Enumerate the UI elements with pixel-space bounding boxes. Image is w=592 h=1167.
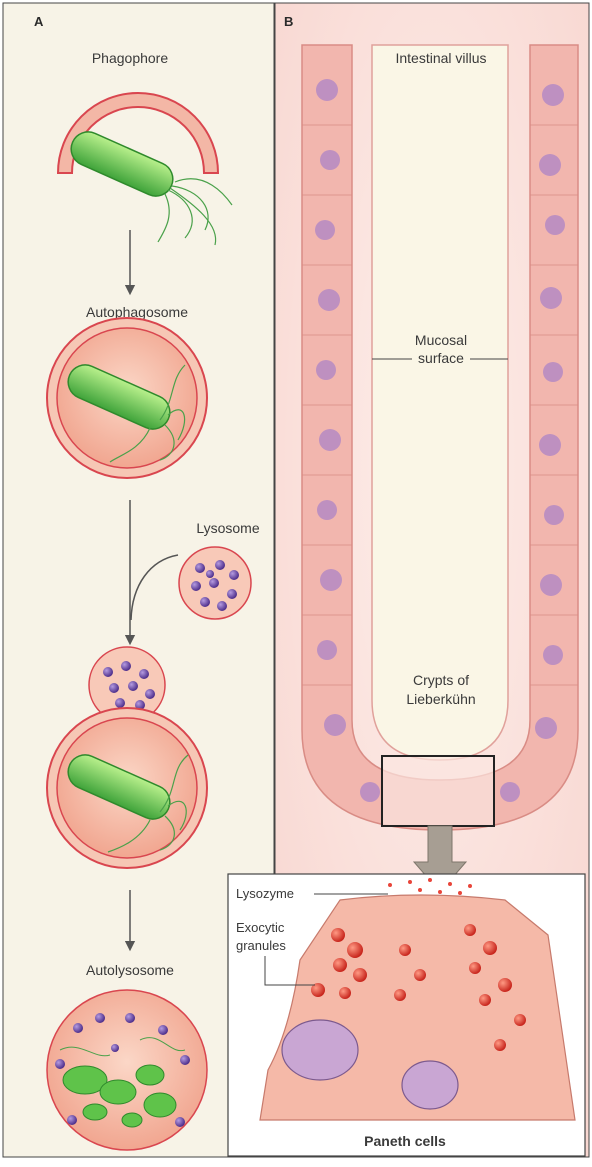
label-lysozyme: Lysozyme	[236, 886, 294, 901]
zoom-box	[382, 756, 494, 826]
label-exocytic: Exocytic	[236, 920, 285, 935]
panel-b-letter: B	[284, 14, 293, 29]
lumen	[372, 45, 508, 760]
label-autolysosome: Autolysosome	[86, 962, 174, 978]
label-lysosome: Lysosome	[196, 520, 260, 536]
panel-a-letter: A	[34, 14, 44, 29]
panel-b: B Intestinal villus	[228, 3, 589, 1157]
label-mucosal: Mucosal	[415, 332, 467, 348]
paneth-nucleus-1	[282, 1020, 358, 1080]
label-phagophore: Phagophore	[92, 50, 169, 66]
inset-title-paneth-cells: Paneth cells	[364, 1133, 446, 1149]
label-lieberkuhn: Lieberkühn	[406, 691, 475, 707]
paneth-nucleus-2	[402, 1061, 458, 1109]
label-crypts-of: Crypts of	[413, 672, 469, 688]
label-intestinal-villus: Intestinal villus	[395, 50, 486, 66]
label-granules: granules	[236, 938, 286, 953]
label-surface: surface	[418, 350, 464, 366]
label-autophagosome: Autophagosome	[86, 304, 188, 320]
